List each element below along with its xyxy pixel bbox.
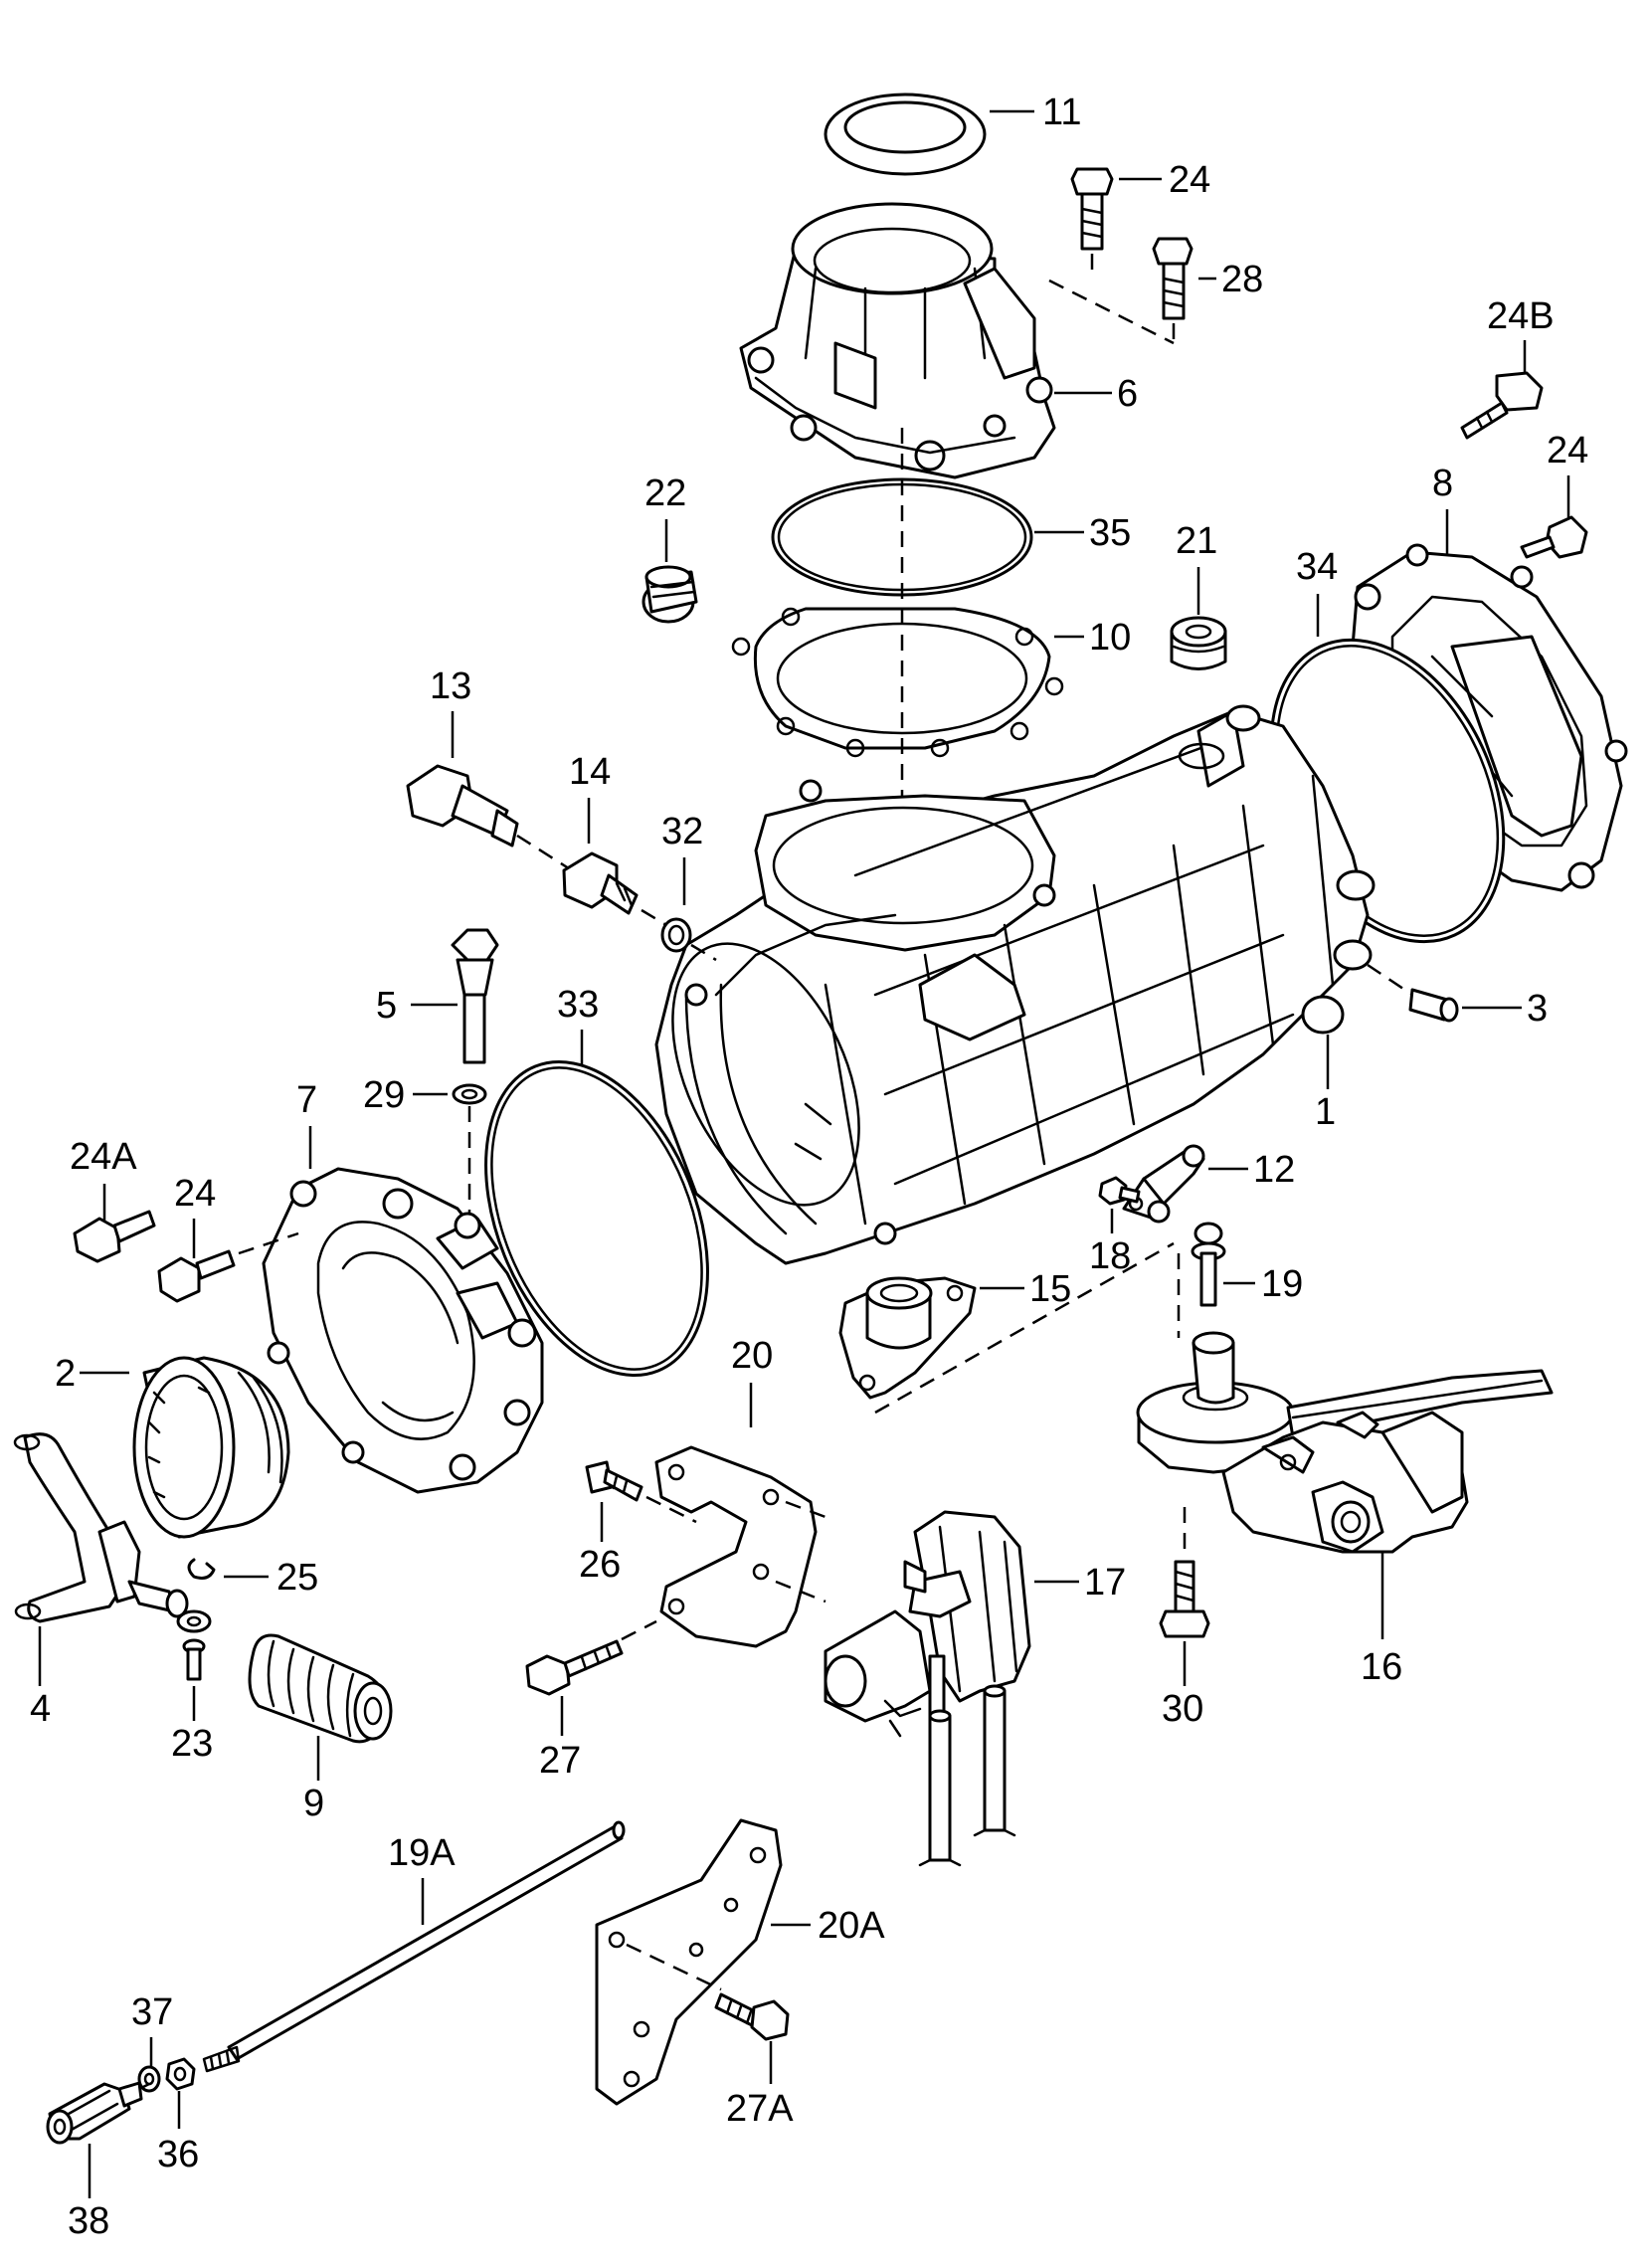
callout-15: 15	[1029, 1268, 1071, 1310]
callout-30: 30	[1162, 1688, 1203, 1730]
callout-3: 3	[1527, 988, 1548, 1030]
part-7-front-flange	[262, 1167, 544, 1494]
part-19-pin	[1191, 1222, 1226, 1307]
part-17-shift-rods	[918, 1684, 1016, 1867]
callout-16: 16	[1361, 1646, 1402, 1688]
callout-22: 22	[644, 472, 686, 514]
callout-29: 29	[363, 1074, 405, 1116]
callout-18: 18	[1089, 1235, 1131, 1277]
callout-7: 7	[296, 1079, 317, 1121]
part-28-bolt	[1152, 237, 1193, 320]
part-30-bolt	[1159, 1560, 1210, 1638]
part-4-shift-fork	[13, 1432, 189, 1623]
callout-24-top: 24	[1169, 159, 1210, 201]
part-20-bracket	[654, 1445, 818, 1648]
part-36-nut	[165, 2057, 196, 2091]
callout-26: 26	[579, 1544, 621, 1586]
callout-12: 12	[1253, 1149, 1295, 1191]
callout-35: 35	[1089, 512, 1131, 554]
callout-6: 6	[1117, 373, 1138, 415]
part-3-pin	[1408, 988, 1459, 1023]
part-24-bolt-left	[157, 1249, 236, 1303]
callout-24A: 24A	[70, 1136, 137, 1178]
part-25-circlip	[187, 1558, 216, 1580]
callout-13: 13	[430, 665, 471, 707]
part-16-shift-lever	[1136, 1331, 1554, 1554]
part-24B-flange-bolt	[1460, 371, 1544, 440]
part-14-fill-plug	[562, 851, 639, 915]
part-17-shift-housing	[824, 1510, 1031, 1738]
part-24-bolt-right	[1520, 515, 1588, 559]
part-24A-flange-bolt	[73, 1210, 156, 1263]
callout-10: 10	[1089, 617, 1131, 659]
part-29-washer	[452, 1083, 487, 1105]
part-11-seal-ring	[824, 93, 987, 176]
part-19A-shift-rod	[202, 1820, 626, 2073]
callout-27A: 27A	[726, 2088, 794, 2130]
part-38-clevis	[46, 2081, 143, 2145]
part-15-cover-plate	[838, 1276, 977, 1400]
callout-32: 32	[661, 811, 703, 852]
callout-25: 25	[276, 1557, 318, 1599]
part-20A-bracket	[595, 1818, 783, 2106]
part-26-screw	[585, 1460, 643, 1502]
callout-11: 11	[1042, 92, 1081, 133]
callout-36: 36	[157, 2134, 199, 2175]
part-33-o-ring	[484, 1059, 709, 1378]
callout-20A: 20A	[818, 1905, 885, 1947]
callout-19: 19	[1261, 1263, 1303, 1305]
callout-28: 28	[1221, 259, 1263, 300]
part-1-transmission-case	[654, 704, 1376, 1265]
callout-19A: 19A	[388, 1832, 456, 1874]
callout-9: 9	[303, 1783, 324, 1824]
callout-34: 34	[1296, 546, 1338, 588]
part-25-pin-link	[176, 1609, 212, 1633]
part-22-plug	[642, 565, 698, 624]
callout-33: 33	[557, 984, 599, 1026]
callout-20: 20	[731, 1335, 773, 1377]
callout-27: 27	[539, 1740, 581, 1782]
part-27A-bolt	[714, 1992, 790, 2041]
callout-23: 23	[171, 1723, 213, 1765]
callout-17: 17	[1084, 1562, 1126, 1604]
callout-37: 37	[131, 1991, 173, 2033]
callout-24B: 24B	[1487, 295, 1555, 337]
part-12-lever-plate	[1122, 1144, 1205, 1224]
callout-38: 38	[68, 2200, 109, 2242]
callout-24-left: 24	[174, 1173, 216, 1215]
callout-8: 8	[1432, 463, 1453, 504]
part-27-bolt	[525, 1639, 624, 1696]
part-21-breather	[1170, 616, 1227, 670]
callout-24-right: 24	[1547, 430, 1588, 472]
part-23-screw	[182, 1638, 206, 1681]
callout-4: 4	[30, 1688, 51, 1730]
part-9-rubber-boot	[248, 1633, 393, 1744]
part-32-washer	[660, 917, 692, 953]
part-18-screw	[1098, 1176, 1141, 1206]
part-13-drain-plug	[406, 764, 519, 848]
callout-1: 1	[1315, 1091, 1336, 1133]
part-2-splined-sleeve	[132, 1356, 290, 1539]
part-10-gasket	[731, 607, 1064, 758]
callout-2: 2	[55, 1353, 76, 1395]
part-5-bolt	[451, 928, 499, 1064]
callout-5: 5	[376, 985, 397, 1027]
part-24-bolt-top	[1070, 167, 1114, 251]
part-6-housing-cover	[739, 202, 1056, 479]
callout-14: 14	[569, 751, 611, 793]
callout-21: 21	[1176, 520, 1217, 562]
